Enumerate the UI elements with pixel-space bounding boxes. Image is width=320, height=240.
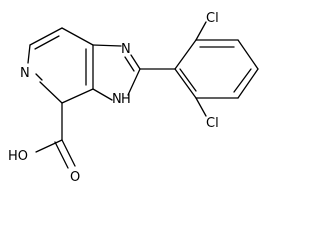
bond (179, 68, 197, 92)
bond (35, 139, 63, 153)
bond (29, 27, 63, 46)
carbonyl-oxygen-label: O (70, 170, 80, 185)
molecule-canvas: Cl Cl N N N H HO O (8, 11, 259, 185)
chlorine-label-top: Cl (206, 11, 219, 26)
carboxylic-acid-group (35, 102, 76, 169)
bond (233, 68, 252, 93)
bond (130, 54, 141, 70)
nh-hydrogen-label: H (121, 92, 131, 107)
bond (61, 139, 76, 167)
bond (124, 56, 135, 72)
imidazole-nitrogen-label: N (121, 42, 131, 57)
bond (127, 68, 141, 96)
bond (54, 141, 69, 169)
bond (61, 27, 94, 46)
bond (27, 44, 31, 64)
pyridine-nitrogen-label: N (20, 66, 30, 81)
bond (39, 81, 63, 104)
bond (35, 73, 43, 81)
bond (92, 88, 113, 101)
bond (237, 39, 259, 70)
bond (174, 68, 197, 99)
structure-diagram: Cl Cl N N N H HO O (8, 11, 259, 185)
hydroxyl-label: HO (8, 149, 28, 164)
bond (195, 97, 207, 117)
bond (61, 88, 94, 104)
bond (174, 39, 197, 70)
nh-nitrogen-label: N (112, 92, 122, 107)
pyridine-ring (27, 27, 94, 104)
bond (237, 68, 259, 99)
imidazole-ring (92, 44, 141, 101)
dichlorophenyl-ring (139, 21, 259, 117)
bond (195, 21, 207, 41)
chlorine-label-bottom: Cl (206, 116, 219, 131)
bond (92, 44, 122, 47)
bond (34, 35, 60, 50)
